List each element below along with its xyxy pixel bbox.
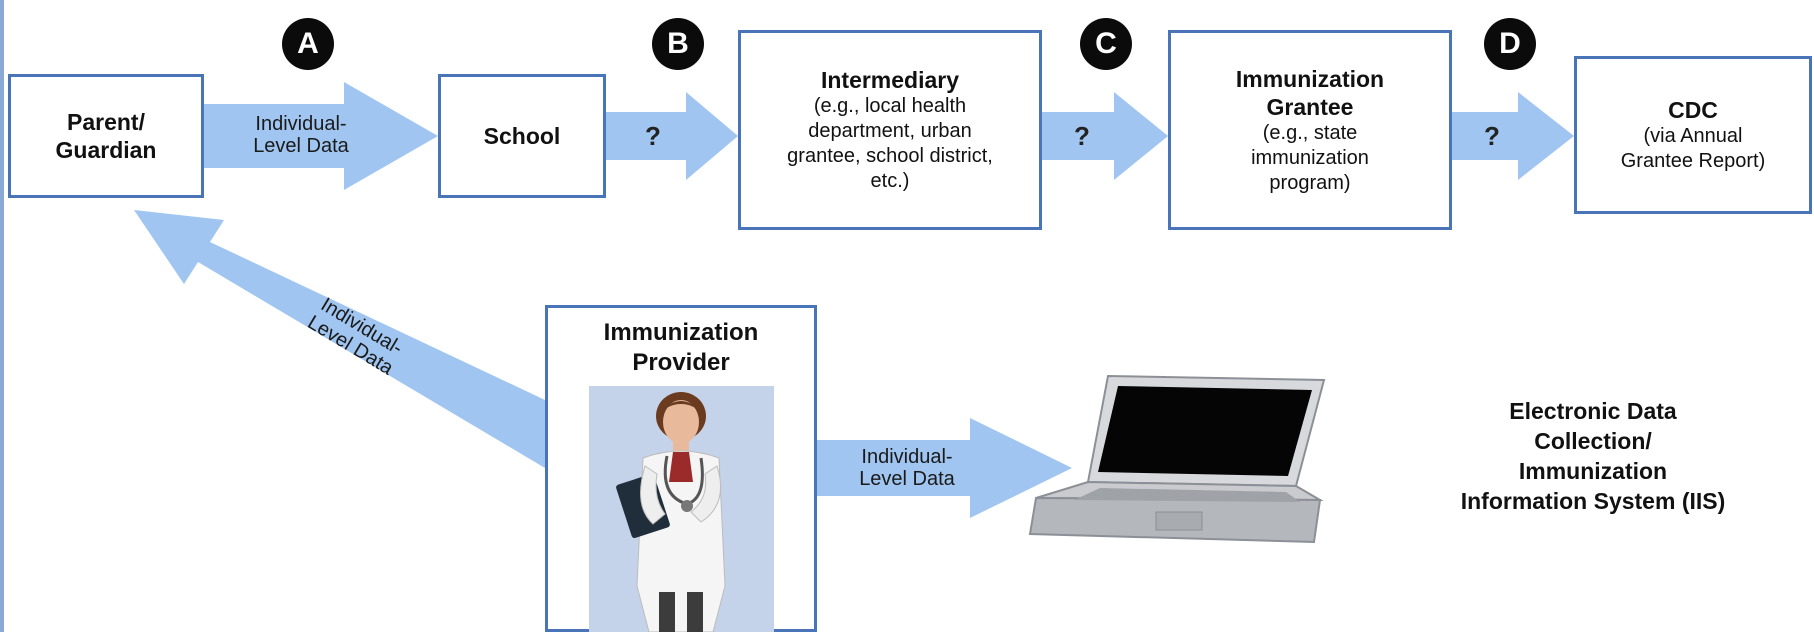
badge-a: A	[282, 18, 334, 70]
arrow-provider-to-edc	[817, 418, 1072, 518]
box-school-title: School	[483, 123, 561, 149]
box-cdc: CDC (via Annual Grantee Report)	[1574, 56, 1812, 214]
edc-label: Electronic Data Collection/ Immunization…	[1460, 398, 1726, 514]
box-parent-title: Parent/ Guardian	[55, 109, 157, 163]
label-parent-to-school: Individual- Level Data	[253, 113, 349, 157]
box-parent-guardian: Parent/ Guardian	[8, 74, 204, 198]
label-school-to-intermediary: ?	[645, 121, 661, 151]
arrow-school-to-intermediary	[606, 92, 738, 180]
box-school: School	[438, 74, 606, 198]
arrow-parent-to-school	[204, 82, 438, 190]
badge-c: C	[1080, 18, 1132, 70]
box-immunization-provider: Immunization Provider	[545, 305, 817, 632]
left-edge-bar	[0, 0, 4, 632]
label-intermediary-to-grantee: ?	[1074, 121, 1090, 151]
box-cdc-title: CDC	[1668, 97, 1718, 123]
label-grantee-to-cdc: ?	[1484, 121, 1500, 151]
badge-b: B	[652, 18, 704, 70]
badge-d: D	[1484, 18, 1536, 70]
box-intermediary-title: Intermediary	[820, 67, 960, 93]
arrow-intermediary-to-grantee	[1042, 92, 1168, 180]
doctor-illustration-icon	[589, 386, 774, 632]
label-provider-to-edc: Individual- Level Data	[859, 446, 955, 490]
box-cdc-sub: (via Annual Grantee Report)	[1620, 125, 1766, 172]
box-grantee-title: Immunization Grantee	[1235, 65, 1385, 120]
provider-title: Immunization Provider	[603, 319, 759, 376]
laptop-icon	[1028, 372, 1328, 548]
box-immunization-grantee: Immunization Grantee (e.g., state immuni…	[1168, 30, 1452, 230]
arrow-grantee-to-cdc	[1452, 92, 1574, 180]
box-intermediary: Intermediary (e.g., local health departm…	[738, 30, 1042, 230]
box-grantee-sub: (e.g., state immunization program)	[1251, 121, 1369, 194]
arrow-provider-to-parent	[134, 210, 545, 468]
box-intermediary-sub: (e.g., local health department, urban gr…	[787, 95, 993, 192]
